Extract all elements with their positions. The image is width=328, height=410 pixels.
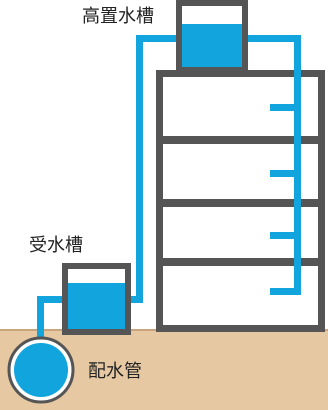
- floor-slab-1: [163, 136, 318, 144]
- water-main: [7, 336, 75, 404]
- elevated-tank-label: 高置水槽: [82, 6, 154, 27]
- receiving-tank: [62, 263, 131, 335]
- pipe-branch-floor-3: [270, 170, 301, 177]
- water-main-water: [14, 343, 68, 397]
- elevated-tank: [176, 0, 248, 73]
- pipe-branch-floor-2: [270, 232, 301, 239]
- pipe-branch-floor-4: [270, 104, 301, 111]
- water-main-label: 配水管: [88, 361, 142, 382]
- floor-slab-3: [163, 258, 318, 266]
- water-pipes: [37, 35, 301, 346]
- pipe-distribution-riser: [294, 35, 301, 295]
- pipe-riser-to-elevated-tank: [136, 35, 182, 42]
- pipe-elevated-outlet: [242, 35, 300, 42]
- receiving-tank-water: [68, 283, 125, 329]
- pipe-main-to-tank: [37, 296, 67, 303]
- pipe-pump-riser: [136, 35, 143, 303]
- pipe-tank-outlet: [124, 296, 142, 303]
- receiving-tank-label: 受水槽: [29, 235, 83, 256]
- floor-slab-2: [163, 199, 318, 207]
- pipe-main-riser: [37, 296, 44, 346]
- pipe-branch-floor-1: [270, 288, 301, 295]
- elevated-tank-water: [182, 24, 242, 67]
